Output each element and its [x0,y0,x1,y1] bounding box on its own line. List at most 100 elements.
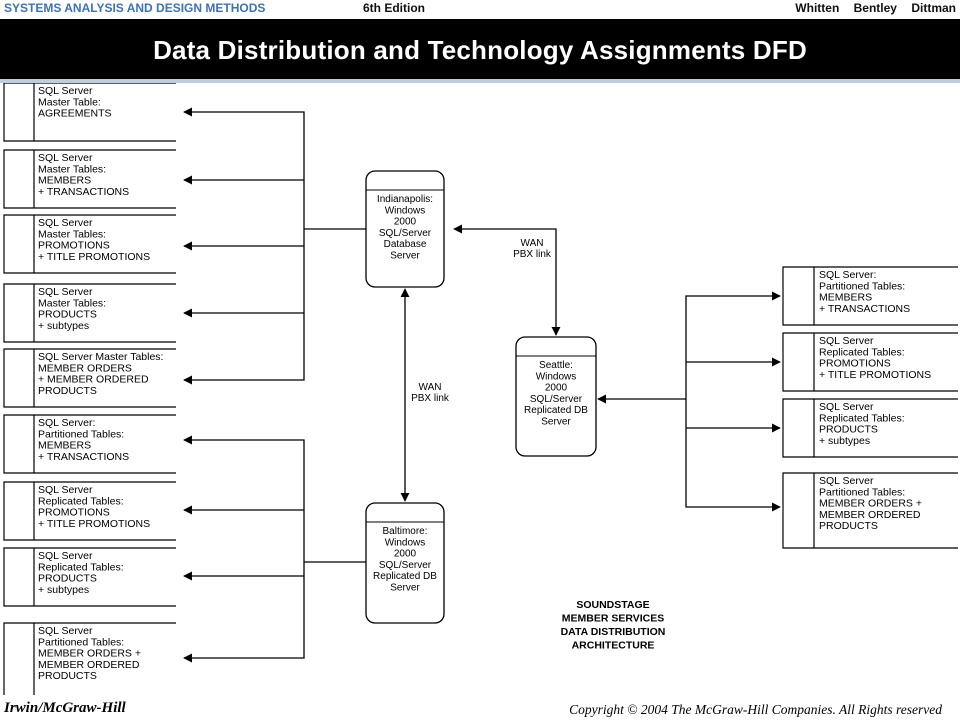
caption-line: ARCHITECTURE [572,640,655,652]
store-line: Master Tables: [38,297,106,309]
wan-link-ind-sea [453,224,561,336]
store-line: SQL Server: [819,269,876,281]
store-line: SQL Server Master Tables: [38,351,163,363]
server-baltimore: Baltimore:Windows2000SQL/ServerReplicate… [365,502,445,624]
title-divider [0,79,960,83]
server-indianapolis: Indianapolis:Windows2000SQL/ServerDataba… [365,170,445,288]
server-line: SQL/Server [379,560,432,571]
store-line: MEMBERS [38,440,91,452]
edition-label: 6th Edition [363,1,425,15]
store-line: PRODUCTS [38,385,97,397]
server-line: Server [390,251,420,262]
store-line: + TITLE PROMOTIONS [38,251,150,263]
store-line: + subtypes [38,584,89,596]
server-line: SQL/Server [379,228,432,239]
store-line: Master Tables: [38,228,106,240]
author-name: Bentley [853,1,897,15]
link-label: WAN [521,238,544,249]
store-line: PRODUCTS [819,520,878,532]
flow-line [685,492,781,512]
server-line: SQL/Server [530,394,583,405]
caption-line: DATA DISTRIBUTION [561,626,666,638]
server-line: Server [390,583,420,594]
store-line: SQL Server [38,85,93,97]
store-line: PROMOTIONS [819,358,891,370]
data-store-right: SQL Server:Partitioned Tables:MEMBERS+ T… [782,266,958,326]
title-bar: Data Distribution and Technology Assignm… [0,19,960,79]
store-line: SQL Server [38,550,93,562]
header-bar: SYSTEMS ANALYSIS AND DESIGN METHODS 6th … [0,0,960,18]
server-line: Windows [536,371,577,382]
server-line: Windows [385,537,426,548]
store-line: SQL Server [819,475,874,487]
data-store-left: SQL Server:Partitioned Tables:MEMBERS+ T… [3,414,176,474]
flow-line [183,107,305,127]
store-line: SQL Server [38,625,93,637]
store-line: + subtypes [819,435,870,447]
author-name: Dittman [911,1,956,15]
store-line: Partitioned Tables: [38,636,124,648]
store-line: Master Tables: [38,163,106,175]
store-line: + TITLE PROMOTIONS [819,369,931,381]
server-line: Database [384,239,427,250]
server-processes: Indianapolis:Windows2000SQL/ServerDataba… [365,170,597,624]
author-list: Whitten Bentley Dittman [784,0,956,17]
store-line: SQL Server [819,401,874,413]
store-line: + TRANSACTIONS [38,186,129,198]
copyright-notice: Copyright © 2004 The McGraw-Hill Compani… [569,702,942,717]
book-title: SYSTEMS ANALYSIS AND DESIGN METHODS [4,1,266,15]
store-line: SQL Server: [38,417,95,429]
store-line: PRODUCTS [38,309,97,321]
server-line: Server [541,417,571,428]
store-line: MEMBER ORDERED [38,659,140,671]
server-line: Indianapolis: [377,194,433,205]
store-line: Partitioned Tables: [819,486,905,498]
store-line: MEMBER ORDERS [38,362,132,374]
publisher-name: Irwin/McGraw-Hill [4,700,126,716]
store-line: MEMBER ORDERED [819,509,921,521]
store-line: PRODUCTS [38,670,97,682]
store-line: + TRANSACTIONS [819,303,910,315]
store-line: MEMBER ORDERS + [819,498,922,510]
server-line: 2000 [394,217,417,228]
store-line: + TRANSACTIONS [38,451,129,463]
store-line: SQL Server [38,286,93,298]
store-line: + subtypes [38,320,89,332]
store-line: PROMOTIONS [38,240,110,252]
store-line: + TITLE PROMOTIONS [38,518,150,530]
store-line: Partitioned Tables: [38,428,124,440]
caption-line: MEMBER SERVICES [562,613,665,625]
flow-line [183,435,305,455]
store-line: PRODUCTS [38,573,97,585]
store-line: PROMOTIONS [38,507,110,519]
link-label: PBX link [411,393,450,404]
server-line: Windows [385,205,426,216]
store-line: PRODUCTS [819,424,878,436]
store-line: MEMBER ORDERS + [38,648,141,660]
flow-line [183,365,305,385]
server-seattle: Seattle:Windows2000SQL/ServerReplicated … [515,336,597,457]
link-label: WAN [419,382,442,393]
server-line: 2000 [394,549,417,560]
store-line: Replicated Tables: [38,561,124,573]
store-line: Replicated Tables: [38,495,124,507]
server-line: Replicated DB [524,405,588,416]
server-line: 2000 [545,383,568,394]
store-line: SQL Server [38,217,93,229]
store-line: Partitioned Tables: [819,280,905,292]
author-name: Whitten [795,1,840,15]
store-line: Replicated Tables: [819,346,905,358]
